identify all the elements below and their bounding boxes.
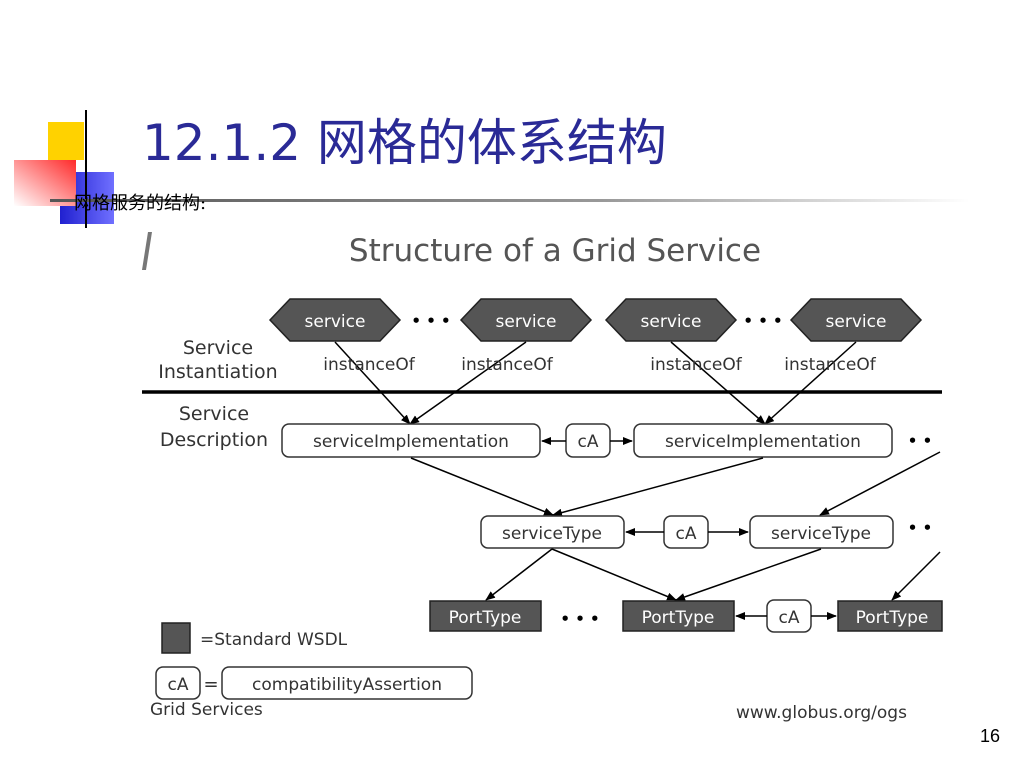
port-type-node: PortType — [837, 600, 943, 632]
ca-node: cA — [565, 423, 611, 458]
legend-compatibility-assertion: compatibilityAssertion — [221, 666, 473, 700]
legend-equals: = — [203, 674, 218, 695]
legend-ca-node: cA — [155, 666, 201, 700]
porttype-arrow — [891, 551, 941, 601]
horizontal-rule — [50, 199, 970, 202]
svg-text:compatibilityAssertion: compatibilityAssertion — [252, 675, 442, 695]
slide-subtitle: 网格服务的结构: — [74, 193, 207, 214]
service-type-node: serviceType — [749, 515, 894, 549]
type-arrow — [819, 451, 941, 516]
instance-of-label: instanceOf — [461, 355, 553, 375]
svg-text:service: service — [641, 312, 702, 332]
grid-services-caption: Grid Services — [150, 700, 263, 720]
svg-text:instanceOf: instanceOf — [784, 355, 876, 375]
svg-text:PortType: PortType — [642, 608, 715, 628]
diagram-heading: Structure of a Grid Service — [349, 233, 761, 269]
service-node: service — [604, 298, 738, 342]
ca-node: cA — [766, 599, 812, 633]
porttype-arrow — [485, 548, 553, 601]
instance-of-label: instanceOf — [650, 355, 742, 375]
row-label-description: Description — [160, 429, 268, 451]
instance-of-label: instanceOf — [323, 355, 415, 375]
svg-text:serviceImplementation: serviceImplementation — [313, 432, 509, 452]
service-node: service — [268, 298, 402, 342]
slide-decoration — [14, 110, 970, 228]
svg-text:serviceType: serviceType — [771, 524, 871, 544]
ellipsis: • • — [908, 432, 932, 450]
slide-title: 12.1.2 网格的体系结构 — [142, 114, 667, 172]
red-square — [14, 160, 76, 206]
svg-text:service: service — [496, 312, 557, 332]
service-type-node: serviceType — [480, 515, 625, 549]
source-url: www.globus.org/ogs — [736, 703, 907, 723]
svg-text:PortType: PortType — [856, 608, 929, 628]
service-node: service — [459, 298, 593, 342]
ellipsis: • • • — [560, 610, 599, 628]
svg-text:instanceOf: instanceOf — [650, 355, 742, 375]
svg-text:instanceOf: instanceOf — [323, 355, 415, 375]
type-arrow — [410, 457, 554, 516]
yellow-square — [48, 122, 84, 160]
legend-standard-wsdl: =Standard WSDL — [200, 630, 348, 650]
svg-text:instanceOf: instanceOf — [461, 355, 553, 375]
row-label-service: Service — [183, 337, 253, 359]
svg-text:service: service — [826, 312, 887, 332]
instance-arrow — [764, 341, 857, 425]
svg-text:cA: cA — [779, 608, 800, 628]
porttype-arrow — [551, 548, 677, 601]
ellipsis: • • • — [743, 312, 782, 330]
porttype-arrow — [675, 548, 822, 601]
instance-arrow — [409, 341, 527, 425]
image-corner-mark — [142, 232, 152, 270]
svg-text:cA: cA — [578, 432, 599, 452]
row-label-service: Service — [179, 403, 249, 425]
page-number: 16 — [979, 726, 1000, 746]
port-type-node: PortType — [622, 600, 735, 632]
svg-text:cA: cA — [168, 675, 189, 695]
url-crop-mask — [946, 698, 966, 724]
svg-text:service: service — [305, 312, 366, 332]
svg-text:PortType: PortType — [449, 608, 522, 628]
service-node: service — [789, 298, 923, 342]
instance-arrow — [334, 341, 411, 425]
svg-text:serviceType: serviceType — [502, 524, 602, 544]
instance-of-label: instanceOf — [784, 355, 876, 375]
ellipsis: • • — [908, 519, 932, 537]
legend-wsdl-swatch — [161, 622, 191, 654]
port-type-node: PortType — [429, 600, 542, 632]
service-implementation-node: serviceImplementation — [281, 423, 541, 458]
row-label-instantiation: Instantiation — [158, 361, 277, 383]
ellipsis: • • • — [411, 312, 450, 330]
ca-node: cA — [663, 515, 709, 549]
svg-text:serviceImplementation: serviceImplementation — [665, 432, 861, 452]
service-implementation-node: serviceImplementation — [633, 423, 893, 458]
type-arrow — [552, 457, 764, 517]
svg-text:cA: cA — [676, 524, 697, 544]
instance-arrow — [670, 341, 766, 425]
